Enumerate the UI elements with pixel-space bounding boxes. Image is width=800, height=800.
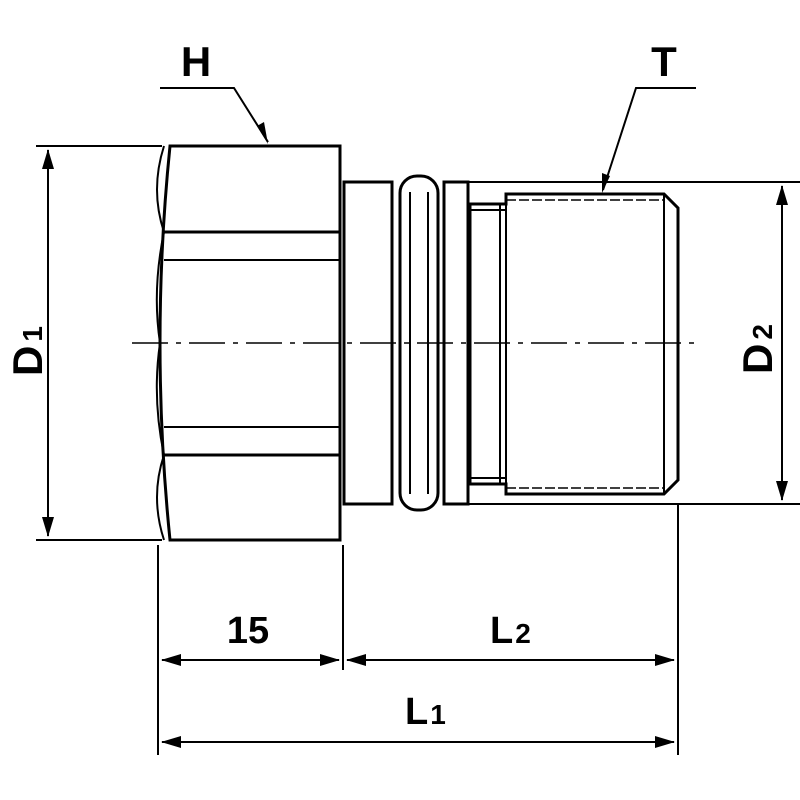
l1-label: L xyxy=(405,691,428,733)
threaded-spigot xyxy=(468,192,680,496)
svg-text:D2: D2 xyxy=(734,324,781,374)
svg-text:D1: D1 xyxy=(4,326,51,376)
l2-label: L xyxy=(490,610,513,652)
d1-label: D xyxy=(4,346,51,376)
hex-body xyxy=(155,144,342,542)
thread-leader xyxy=(602,87,696,193)
hex-leader xyxy=(160,87,269,144)
extension-lines xyxy=(36,145,800,755)
l2-subscript: 2 xyxy=(515,618,531,649)
d2-subscript: 2 xyxy=(747,324,778,340)
thread-label: T xyxy=(651,38,677,85)
svg-text:L1: L1 xyxy=(405,691,446,733)
l1-subscript: 1 xyxy=(430,699,446,730)
svg-text:L2: L2 xyxy=(490,610,531,652)
d2-label: D xyxy=(734,344,781,374)
d1-subscript: 1 xyxy=(17,326,48,342)
hex-label: H xyxy=(181,38,211,85)
dim-15-label: 15 xyxy=(227,610,269,652)
